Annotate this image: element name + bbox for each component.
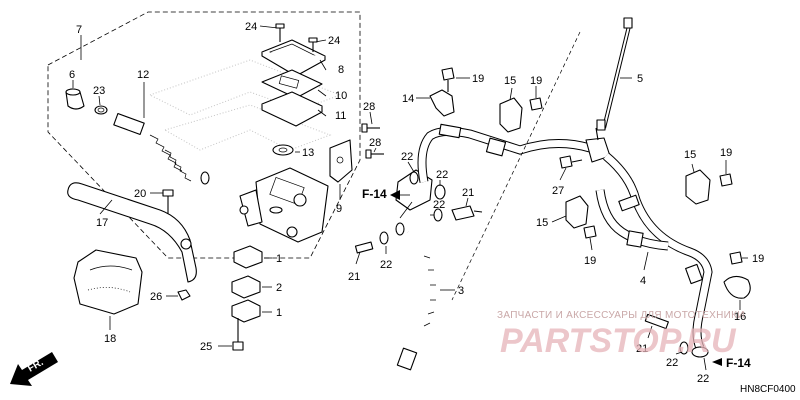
- ref-f14-a: F-14: [362, 187, 387, 201]
- callout-21-c: 21: [636, 343, 648, 355]
- switch-cover: [73, 249, 143, 315]
- callout-19-d: 19: [720, 147, 732, 159]
- callout-25: 25: [200, 341, 212, 353]
- callout-4: 4: [640, 275, 646, 287]
- callout-19-a: 19: [472, 73, 484, 85]
- callout-22-d: 22: [380, 259, 392, 271]
- callout-1-b: 1: [276, 307, 282, 319]
- callout-11: 11: [335, 110, 346, 122]
- clamps-group: [416, 67, 751, 310]
- front-direction-arrow: FR.: [10, 352, 58, 386]
- switches-group: [166, 245, 272, 351]
- holder-part: [329, 139, 353, 183]
- callout-2: 2: [276, 282, 282, 294]
- callout-6: 6: [69, 69, 75, 81]
- callout-20: 20: [134, 188, 146, 200]
- callout-24-b: 24: [328, 35, 340, 47]
- callout-9: 9: [336, 203, 342, 215]
- watermark-brand: PARTSTOP.RU: [500, 322, 737, 360]
- callout-1-a: 1: [276, 253, 282, 265]
- joint-block: [395, 161, 483, 222]
- callout-3: 3: [458, 285, 464, 297]
- switch-cover-group: [73, 249, 143, 330]
- callout-14: 14: [402, 93, 414, 105]
- drawing-code: HN8CF0400: [740, 384, 796, 395]
- callout-12: 12: [137, 69, 149, 81]
- callout-16: 16: [734, 311, 746, 323]
- screw-24-b: [308, 37, 318, 52]
- callout-7: 7: [76, 24, 82, 36]
- callout-19-c: 19: [584, 255, 596, 267]
- callout-15-a: 15: [504, 75, 516, 87]
- callout-17: 17: [96, 217, 108, 229]
- center-fasteners: [354, 111, 405, 265]
- guide-lines: [451, 31, 581, 301]
- callout-26: 26: [150, 291, 162, 303]
- callout-numbers: 7 6 12 23 24 24 8 10 11 13 9 20 17 1 2 1…: [69, 21, 764, 385]
- washer-part: [272, 144, 294, 156]
- diaphragm-part: [261, 91, 323, 127]
- callout-21-a: 21: [462, 187, 474, 199]
- ref-f14-b: F-14: [726, 356, 751, 370]
- brake-hose-3: [396, 229, 455, 371]
- piston-set-part: [113, 113, 210, 185]
- watermark: ЗАПЧАСТИ И АКСЕССУАРЫ ДЛЯ МОТОТЕХНИКИ PA…: [497, 310, 745, 360]
- callout-8: 8: [338, 64, 344, 76]
- brake-hose-network: [417, 17, 713, 371]
- callout-15-c: 15: [684, 149, 696, 161]
- callout-15-b: 15: [536, 217, 548, 229]
- master-cylinder-group: [47, 11, 361, 259]
- f14-ref-arrow-b: [712, 358, 722, 366]
- circlip-part: [94, 105, 108, 115]
- callout-24-a: 24: [245, 21, 257, 33]
- watermark-tagline: ЗАПЧАСТИ И АКСЕССУАРЫ ДЛЯ МОТОТЕХНИКИ: [497, 310, 745, 321]
- callout-19-b: 19: [530, 75, 542, 87]
- callout-19-e: 19: [752, 253, 764, 265]
- diaphragm-plate-part: [261, 69, 323, 99]
- boot-part: [65, 88, 85, 110]
- callout-23: 23: [93, 85, 105, 97]
- callout-18: 18: [104, 333, 116, 345]
- callout-21-b: 21: [348, 271, 360, 283]
- screw-24-a: [275, 23, 285, 42]
- callout-13: 13: [302, 147, 314, 159]
- brake-lever-group: [67, 182, 197, 283]
- callout-28-b: 28: [369, 137, 381, 149]
- reservoir-cap-part: [261, 39, 326, 77]
- callout-22-a: 22: [401, 151, 413, 163]
- callout-22-f: 22: [697, 373, 709, 385]
- callout-22-c: 22: [433, 199, 445, 211]
- f14-ref-arrow-a: [390, 190, 410, 200]
- callout-10: 10: [335, 90, 347, 102]
- callout-5: 5: [637, 73, 643, 85]
- callout-22-b: 22: [436, 169, 448, 181]
- callout-28-a: 28: [363, 101, 375, 113]
- brake-lever: [67, 182, 197, 283]
- assembly-outline: [47, 11, 361, 259]
- callout-27: 27: [552, 185, 564, 197]
- master-cylinder-body: [239, 167, 329, 243]
- callout-22-e: 22: [666, 357, 678, 369]
